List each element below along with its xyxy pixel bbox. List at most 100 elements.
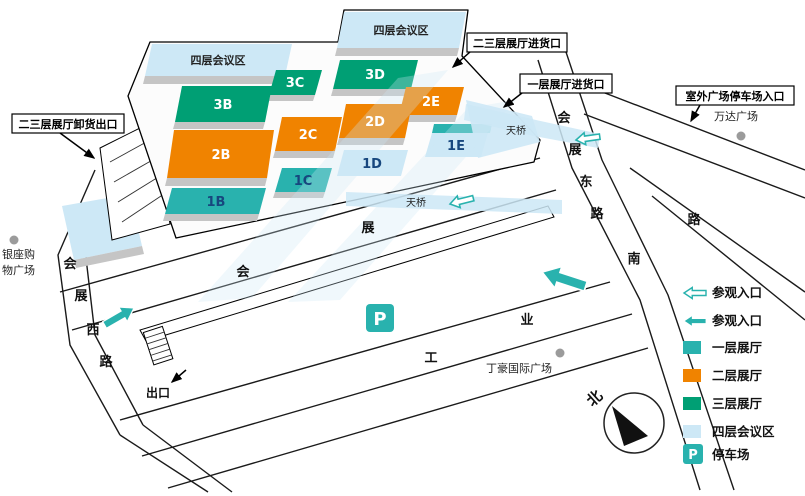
compass-north-label: 北 [583, 387, 606, 410]
hall-2b-label: 2B [212, 148, 231, 163]
callout-delivery-1-label: 一层展厅进货口 [528, 77, 605, 91]
road-south-char-2: 路 [687, 212, 701, 228]
conference-block-left [145, 44, 292, 76]
legend-parking-p-letter: P [688, 448, 698, 463]
road-east-char-1: 会 [557, 110, 571, 126]
legend-parking-icon [683, 444, 703, 464]
road-industrial-bottom [141, 313, 633, 457]
hall-1c-block [275, 168, 332, 192]
callout-unloading-23-label: 二三层展厅卸货出口 [19, 117, 118, 131]
road-east-outer [565, 51, 735, 491]
landmarks: 万达广场 银座购 物广场 丁豪国际广场 [2, 109, 758, 375]
legend-item-floor3: 三层展厅 [712, 396, 763, 411]
road-center-bottom [71, 189, 557, 331]
legend: 参观入口 参观入口 一层展厅 二层展厅 三层展厅 四层会议区 P 停车场 [683, 285, 775, 464]
road-west-char-1: 会 [63, 256, 77, 272]
skybridge-lower-label: 天桥 [406, 197, 426, 209]
road-southeast-bottom [651, 195, 805, 321]
road-industrial-sidewalk [167, 347, 649, 489]
legend-item-floor2: 二层展厅 [712, 368, 763, 383]
road-west-char-3: 西 [86, 323, 99, 338]
hall-3b-label: 3B [214, 98, 233, 113]
road-southeast-top [629, 167, 805, 293]
legend-arrow-solid-icon [683, 315, 707, 327]
hall-2d-label: 2D [365, 115, 385, 130]
landmark-yinzuo-label-2: 物广场 [2, 263, 35, 277]
hall-1e-label: 1E [447, 139, 465, 154]
road-east-inner [537, 59, 701, 491]
hall-2d-block [339, 104, 412, 138]
legend-floor3-swatch [683, 397, 701, 410]
visitor-entrance-arrow-solid-main [537, 260, 591, 299]
stairs-icon [142, 325, 174, 366]
conference-right-label: 四层会议区 [374, 23, 429, 37]
hall-2c-label: 2C [299, 128, 318, 143]
hall-1e-block [425, 133, 488, 157]
skybridge-upper-label: 天桥 [506, 125, 526, 137]
road-west-char-4: 路 [99, 354, 113, 370]
road-south-char-1: 南 [627, 251, 640, 267]
hall-2e-label: 2E [422, 95, 440, 110]
legend-item-floor4: 四层会议区 [712, 424, 775, 439]
road-west-char-2: 展 [74, 289, 88, 304]
skybridges: 天桥 天桥 [346, 100, 602, 214]
callout-outdoor-parking-label: 室外广场停车场入口 [686, 89, 785, 103]
hall-1c-label: 1C [294, 174, 313, 189]
legend-floor2-swatch [683, 369, 701, 382]
callouts: 二三层展厅进货口 一层展厅进货口 室外广场停车场入口 二三层展厅卸货出口 [11, 32, 795, 159]
legend-item-entrance-outline: 参观入口 [712, 285, 762, 300]
road-west-continue-1 [119, 434, 209, 493]
hall-1d-block [337, 150, 408, 176]
hall-1b-block [165, 188, 266, 214]
landmark-wanda-dot [736, 131, 746, 141]
callout-box-outdoor-parking [675, 85, 795, 106]
callout-delivery-23-leader [451, 51, 471, 68]
compass-needle [612, 406, 648, 446]
callout-delivery-1-leader [502, 92, 523, 108]
road-industrial-char-2: 业 [520, 312, 533, 328]
hall-2c-block [275, 117, 342, 151]
landmark-yinzuo-label-1: 银座购 [2, 247, 35, 261]
road-industrial-char-1: 工 [424, 351, 437, 366]
hall-2b-block [167, 130, 274, 178]
compass-circle [603, 392, 665, 454]
road-center-top [59, 157, 541, 293]
road-east-char-2: 展 [568, 143, 582, 158]
exit-label: 出口 [146, 385, 170, 400]
callout-box-delivery-1 [519, 73, 613, 94]
hall-2e-block [399, 87, 464, 115]
landmark-wanda-label: 万达广场 [714, 109, 758, 123]
southwest-pad-shadow [74, 246, 144, 268]
landmark-dinghao-label: 丁豪国际广场 [486, 361, 552, 375]
callout-outdoor-parking-leader [690, 104, 701, 123]
road-wanda-top [591, 87, 805, 171]
hall-3b-block [175, 86, 272, 122]
callout-box-delivery-23 [466, 32, 568, 53]
compass: 北 [583, 387, 665, 454]
callout-delivery-23-label: 二三层展厅进货口 [473, 36, 561, 50]
visitor-entrance-arrow-solid-west [99, 300, 139, 333]
conference-left-label: 四层会议区 [191, 53, 246, 67]
conference-block-right [337, 12, 466, 48]
parking-p-letter: P [373, 309, 386, 330]
road-industrial-top [119, 281, 611, 421]
road-name-labels: 会 展 东 路 南 路 会 展 西 路 会 展 工 业 [63, 110, 701, 370]
legend-item-floor1: 一层展厅 [712, 340, 763, 355]
callout-box-unloading-23 [11, 113, 125, 134]
legend-item-entrance-solid: 参观入口 [712, 313, 762, 328]
hall-3d-block [333, 60, 418, 89]
hall-3d-label: 3D [365, 68, 385, 83]
hall-labels: 3B 3C 3D 2B 2C 2D 2E 1B 1C 1D 1E 四层会议区 四… [191, 23, 465, 210]
hall-1d-label: 1D [362, 157, 382, 172]
road-center-char-2: 展 [361, 221, 375, 236]
block-shadows [143, 48, 459, 221]
legend-floor1-swatch [683, 341, 701, 354]
landmark-dinghao-dot [555, 348, 565, 358]
hall-1b-label: 1B [207, 195, 226, 210]
callout-unloading-23-leader [59, 132, 96, 159]
road-east-char-4: 路 [590, 206, 604, 222]
hall-3c-block [269, 70, 322, 95]
legend-item-parking: 停车场 [712, 447, 750, 462]
road-center-char-1: 会 [236, 264, 250, 280]
